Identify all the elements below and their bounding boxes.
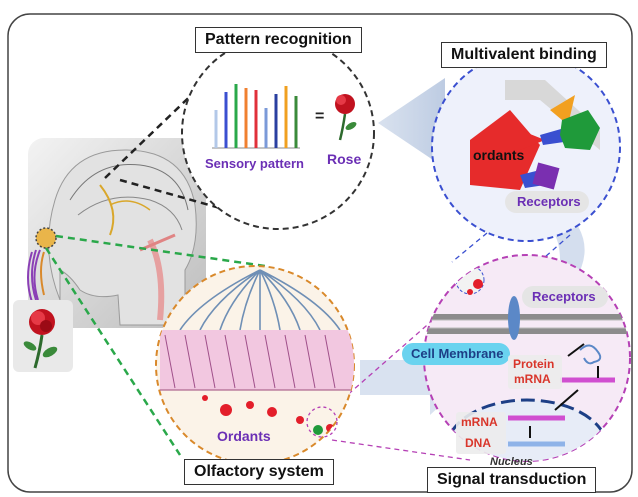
nucleus-label: Nucleus [490,456,533,468]
connector-black-2 [119,178,271,224]
sensory-pattern-bars [212,84,300,149]
protein-box [508,355,562,389]
zoom-small-circle [306,406,338,438]
signal-receptors-label: Receptors [532,289,596,304]
olfactory-neurons [160,269,354,435]
scent-waves [27,249,41,303]
signal-transduction-title: Signal transduction [427,467,597,493]
receptors-pill-bottom [522,286,608,308]
equals-sign: = [315,108,325,125]
rose-icon [335,94,357,141]
nose-marker [35,227,57,249]
binding-ordants-label: ordants [473,147,525,163]
receptors-pill-top [505,191,589,213]
mrna-nucleus-label: mRNA [461,415,498,429]
nucleus-mrna-box [456,412,506,454]
mrna-top-label: mRNA [514,372,551,386]
rose-label: Rose [327,151,362,167]
connector-green-2 [44,247,182,456]
olfactory-ordants-label: Ordants [217,428,271,444]
protein-label: Protein [513,357,555,371]
outer-frame [7,13,633,493]
dna-label: DNA [465,436,491,450]
pattern-recognition-title: Pattern recognition [195,27,362,53]
binding-receptors-label: Receptors [517,194,581,209]
olfactory-system-title: Olfactory system [184,459,334,485]
head-illustration [28,138,206,328]
sensory-pattern-label: Sensory pattern [205,156,304,171]
multivalent-binding-title: Multivalent binding [441,42,607,68]
cell-membrane-pill [402,343,510,365]
rose-photo [13,300,73,372]
connector-blue-1 [451,232,488,263]
cell-membrane-label: Cell Membrane [411,346,504,361]
connector-magenta-2 [331,439,471,461]
binding-illustration [470,80,600,190]
pattern-recognition-circle [181,36,375,230]
